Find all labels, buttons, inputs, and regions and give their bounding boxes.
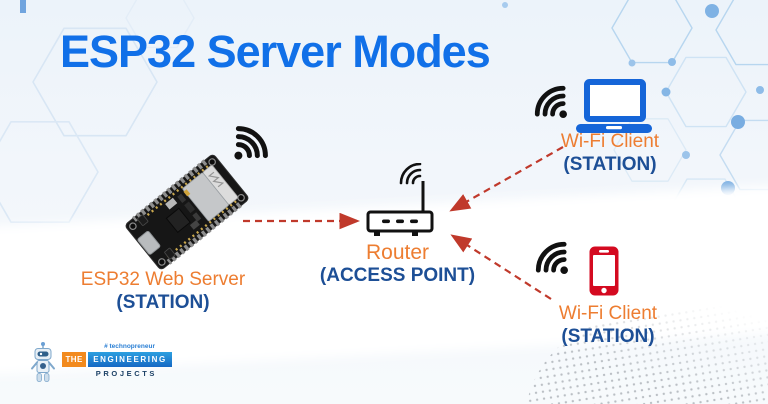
metal-shield xyxy=(182,172,229,222)
arrow-phone-to-router xyxy=(450,234,552,300)
laptop-label-group: Wi-Fi Client (STATION) xyxy=(518,130,702,176)
logo-wordmark-row: THE ENGINEERING xyxy=(62,352,172,367)
laptop-mode-label: (STATION) xyxy=(563,154,657,175)
wifi-icon xyxy=(534,85,567,118)
esp32-board-image xyxy=(125,154,249,270)
wifi-icon xyxy=(535,241,568,274)
wifi-icon xyxy=(234,126,268,160)
router-icon xyxy=(366,163,434,236)
phone-screen xyxy=(593,255,615,286)
esp32-mode-label: (STATION) xyxy=(116,292,210,313)
laptop-screen xyxy=(584,79,646,122)
phone-mode-label: (STATION) xyxy=(561,326,655,347)
soc-chip xyxy=(165,207,191,234)
router-label-group: Router (ACCESS POINT) xyxy=(305,241,490,287)
arrow-laptop-to-router xyxy=(449,146,564,212)
logo-word-projects: PROJECTS xyxy=(95,369,157,378)
smartphone-icon xyxy=(589,246,619,296)
laptop-icon xyxy=(576,79,652,133)
logo-text-block: # technopreneur THE ENGINEERING PROJECTS xyxy=(62,341,172,378)
micro-usb-port xyxy=(137,230,161,255)
phone-label-group: Wi-Fi Client (STATION) xyxy=(516,302,700,348)
laptop-label: Wi-Fi Client xyxy=(560,131,660,152)
corner-accent-decoration xyxy=(20,0,26,13)
router-label: Router xyxy=(365,241,430,264)
esp32-label: ESP32 Web Server xyxy=(80,269,246,290)
robot-logo-icon xyxy=(31,342,55,382)
page-title: ESP32 Server Modes xyxy=(60,26,491,77)
esp32-label-group: ESP32 Web Server (STATION) xyxy=(58,268,268,314)
router-mode-label: (ACCESS POINT) xyxy=(319,265,476,286)
brand-logo: # technopreneur THE ENGINEERING PROJECTS xyxy=(28,341,172,385)
phone-label: Wi-Fi Client xyxy=(558,303,658,324)
logo-word-the: THE xyxy=(62,352,87,367)
logo-word-engineering: ENGINEERING xyxy=(88,352,172,367)
logo-tagline: # technopreneur xyxy=(104,343,155,350)
